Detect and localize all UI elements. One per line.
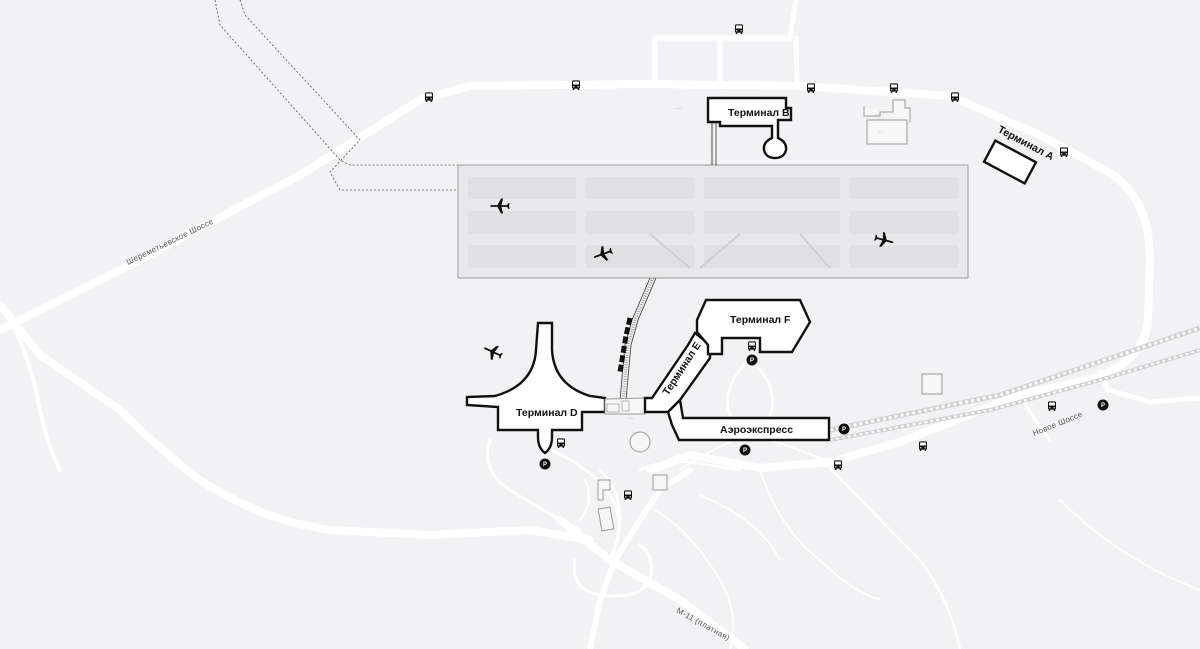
terminal-d-label: Терминал D: [516, 407, 578, 419]
aeroexpress-terminal[interactable]: Аэроэкспресс: [666, 397, 831, 442]
bus-stop-icon: [890, 83, 898, 93]
dashed-paths: [214, 0, 460, 191]
parking-icon: P: [746, 354, 758, 366]
bus-stop-icon: [834, 460, 842, 470]
bus-stop-icon: [572, 80, 580, 90]
svg-text:P: P: [750, 358, 754, 364]
svg-text:·····: ·····: [628, 417, 634, 421]
terminal-connector: [604, 397, 646, 415]
bus-stop-icon: [735, 24, 743, 34]
bus-stop-icon: [624, 490, 632, 500]
aeroexpress-train-icon: [617, 317, 633, 373]
parking-icon: P: [539, 458, 551, 470]
terminal-b[interactable]: Терминал B: [706, 96, 793, 160]
bus-stop-icon: [919, 441, 927, 451]
rail-lines: [829, 325, 1200, 442]
svg-text:P: P: [743, 448, 747, 454]
bus-stop-icon: [1048, 401, 1056, 411]
terminal-f[interactable]: Терминал F: [695, 298, 812, 356]
svg-text:····: ····: [875, 113, 880, 117]
parking-icon: P: [739, 444, 751, 456]
terminal-d[interactable]: Терминал D: [465, 321, 607, 455]
svg-text:·····: ·····: [676, 107, 682, 111]
svg-text:P: P: [1101, 403, 1105, 409]
bus-stop-icon: [807, 83, 815, 93]
bus-stop-icon: [1060, 147, 1068, 157]
small-buildings: [597, 99, 943, 532]
parking-spots: P P P P P: [539, 354, 1109, 470]
apron: [457, 164, 969, 279]
terminal-b-label: Терминал B: [728, 107, 790, 119]
parking-icon: P: [1097, 399, 1109, 411]
parking-icon: P: [838, 423, 850, 435]
bus-stop-icon: [425, 92, 433, 102]
terminal-f-label: Терминал F: [730, 314, 791, 326]
bus-stop-icon: [951, 92, 959, 102]
tiny-labels: ····· ····· ···· ····: [628, 107, 883, 421]
bus-stop-icon: [748, 341, 756, 351]
aeroexpress-label: Аэроэкспресс: [720, 424, 793, 436]
svg-text:····: ····: [878, 131, 883, 135]
svg-text:P: P: [543, 462, 547, 468]
bus-stop-icon: [557, 438, 565, 448]
svg-text:P: P: [842, 427, 846, 433]
